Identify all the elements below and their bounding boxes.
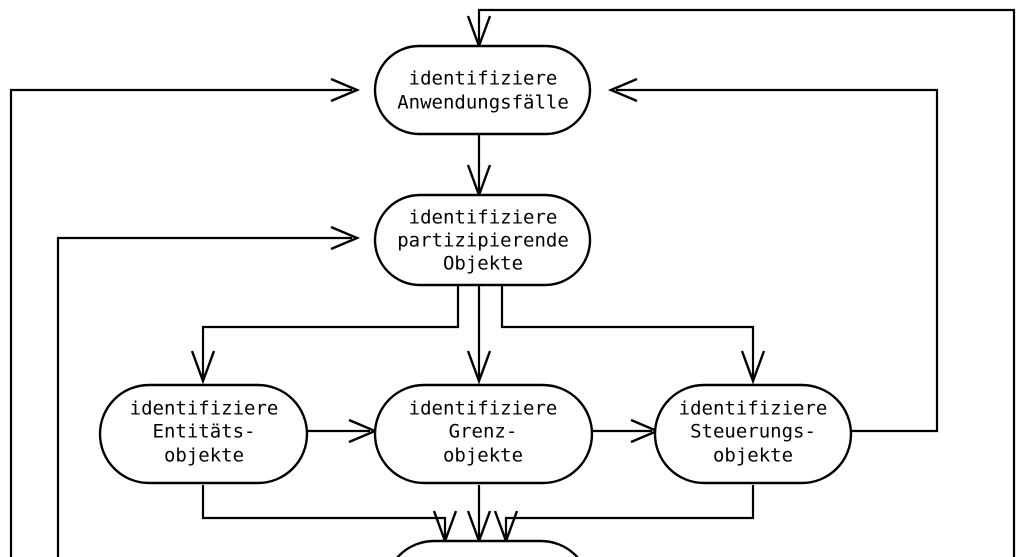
arrowhead-n2-to-n5 <box>740 350 766 385</box>
arrowhead-into-n1-left <box>330 77 361 103</box>
node-3-line-1: identifiziere <box>130 398 279 420</box>
node-6-shape <box>396 539 579 557</box>
arrowhead-n2-to-n4 <box>466 350 492 385</box>
node-2-line-3: Objekte <box>443 253 523 275</box>
arrowhead-n2-to-n3 <box>190 350 216 385</box>
node-2-line-2: partizipierende <box>397 230 569 252</box>
node-1-line-2: Anwendungsfälle <box>397 92 569 114</box>
node-5-shape <box>653 383 853 485</box>
node-4-line-3: objekte <box>443 445 523 467</box>
node-identifiziere-grenzobjekte[interactable]: identifiziere Grenz- objekte <box>373 383 594 485</box>
node-5-line-1: identifiziere <box>679 398 828 420</box>
node-identifiziere-anwendungsfaelle[interactable]: identifiziere Anwendungsfälle <box>373 44 592 136</box>
node-5-line-3: objekte <box>713 445 793 467</box>
edge-offpage-right-to-n1-top <box>477 8 1016 557</box>
node-4-line-1: identifiziere <box>409 398 558 420</box>
arrowhead-into-n2-left <box>330 225 361 251</box>
edge-n5-feedback-to-n1 <box>616 88 939 433</box>
node-3-line-3: objekte <box>164 445 244 467</box>
node-1-line-1: identifiziere <box>409 68 558 90</box>
edge-n2-to-n3 <box>201 285 460 377</box>
edge-n3-to-n6 <box>201 485 447 537</box>
node-5-line-2: Steuerungs- <box>690 421 816 443</box>
arrowhead-into-n1-right <box>607 77 638 103</box>
node-2-shape <box>373 193 592 287</box>
node-identifiziere-entitaetsobjekte[interactable]: identifiziere Entitäts- objekte <box>98 383 309 485</box>
edge-n5-to-n6 <box>504 485 755 537</box>
edge-layer <box>9 8 1016 557</box>
node-bottom-cut-off[interactable] <box>385 539 590 557</box>
node-4-line-2: Grenz- <box>449 421 518 443</box>
edge-n2-to-n5 <box>500 285 755 377</box>
node-layer: identifiziere Anwendungsfälle identifizi… <box>98 44 853 557</box>
node-4-shape <box>373 383 594 485</box>
node-3-shape <box>98 383 309 485</box>
node-1-shape <box>373 44 592 136</box>
edge-offpage-left-to-n2-left <box>56 236 352 557</box>
node-2-line-1: identifiziere <box>409 207 558 229</box>
edge-offpage-left-to-n1-left <box>9 88 352 557</box>
node-3-line-2: Entitäts- <box>153 421 256 443</box>
node-identifiziere-partizipierende-objekte[interactable]: identifiziere partizipierende Objekte <box>373 193 592 287</box>
node-identifiziere-steuerungsobjekte[interactable]: identifiziere Steuerungs- objekte <box>653 383 853 485</box>
